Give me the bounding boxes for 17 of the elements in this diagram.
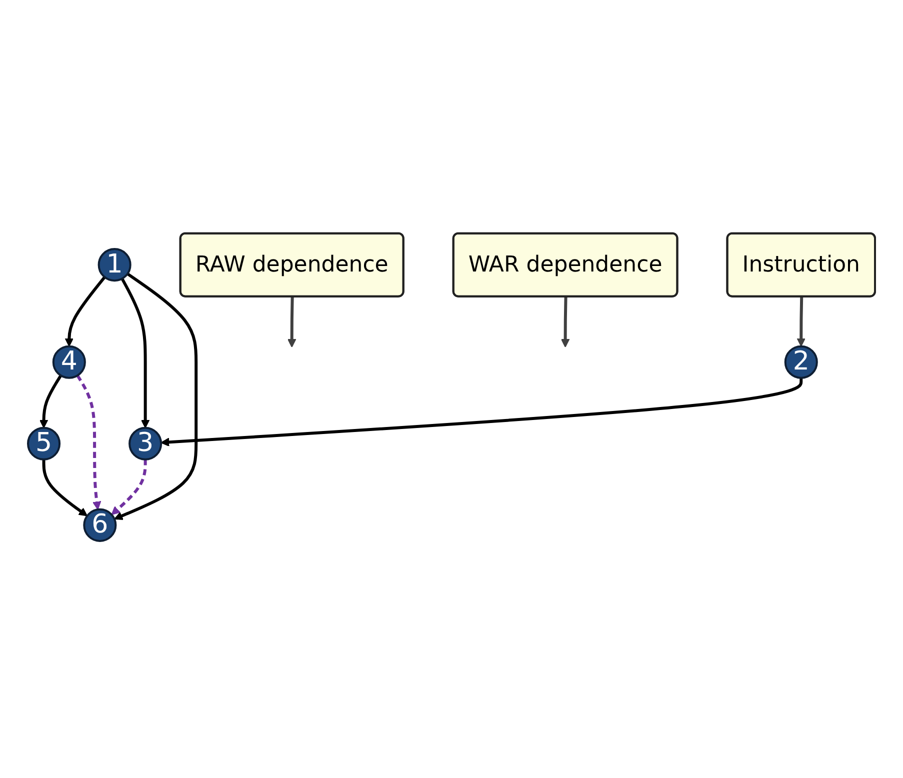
arrow (287, 296, 296, 348)
node-circle: 6 (83, 508, 117, 542)
arrow (39, 374, 62, 428)
arrow (160, 378, 803, 447)
node-circle: 3 (128, 426, 162, 460)
node-circle: 1 (98, 248, 132, 282)
arrow (42, 459, 88, 516)
arrow (114, 272, 198, 520)
node-circle: 2 (784, 345, 818, 379)
node-circle: 4 (52, 345, 86, 379)
arrow (111, 459, 147, 516)
arrow (796, 296, 806, 347)
arrow (120, 278, 150, 428)
arrow (76, 374, 102, 510)
node-circle: 5 (27, 426, 61, 460)
arrow (64, 276, 106, 347)
arrow (560, 296, 570, 348)
